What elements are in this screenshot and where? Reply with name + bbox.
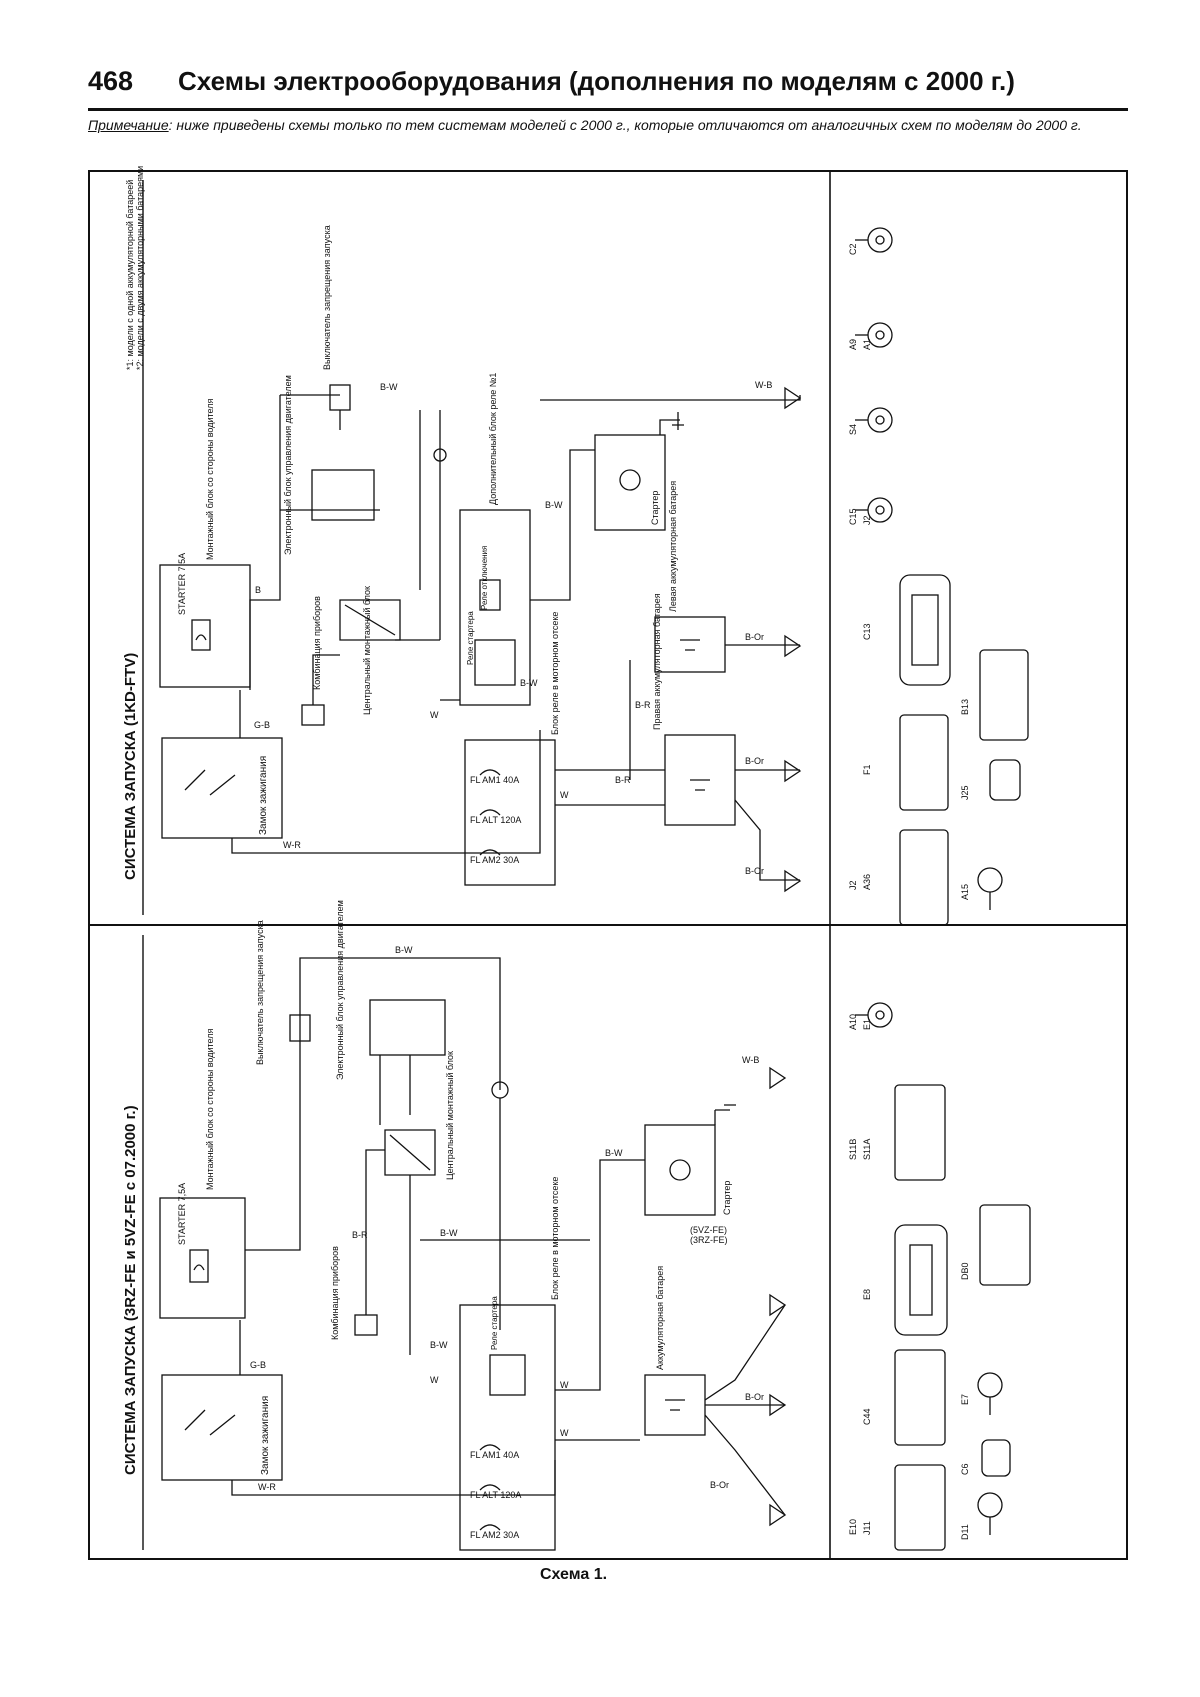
page-title: Схемы электрооборудования (дополнения по… — [178, 66, 1015, 96]
connector-id: C6 — [960, 1463, 970, 1475]
upper-starter-label: Стартер — [650, 490, 660, 525]
lower-ecu-label: Электронный блок управления двигателем — [335, 900, 345, 1080]
connector-id: C15 — [848, 508, 858, 525]
connector-id: DB0 — [960, 1262, 970, 1280]
lower-driver-block-label: Монтажный блок со стороны водителя — [205, 1028, 215, 1190]
page-header: 468 Схемы электрооборудования (дополнени… — [88, 62, 1128, 111]
upper-wire-label: G-B — [254, 720, 271, 730]
upper-wire-label: B — [255, 585, 262, 595]
note-label: Примечание — [88, 117, 169, 133]
upper-combi-label: Комбинация приборов — [312, 596, 322, 690]
connector-id: E10 — [848, 1518, 858, 1535]
lower-ignition-label: Замок зажигания — [260, 1395, 271, 1475]
lower-fuse-am1: FL AM1 40A — [470, 1450, 520, 1460]
connector-id: S11B — [848, 1138, 858, 1160]
connector-id: E8 — [862, 1288, 872, 1300]
lower-inhibit-label: Выключатель запрещения запуска — [255, 920, 265, 1065]
upper-fuse-am1: FL AM1 40A — [470, 775, 520, 785]
upper-wire-label: B-W — [545, 500, 563, 510]
upper-wire-label: B-W — [380, 382, 398, 392]
upper-relay-starter-label: Реле стартера — [466, 611, 475, 665]
connector-id: A9 — [848, 338, 858, 350]
connector-id: B13 — [960, 698, 970, 715]
upper-wire-label: W — [430, 710, 439, 720]
upper-right-battery-label: Правая аккумуляторная батарея — [652, 593, 662, 730]
upper-wire-label: B-W — [520, 678, 538, 688]
upper-footnotes: *1: модели с одной аккумуляторной батаре… — [125, 165, 145, 370]
connector-id: E1 — [862, 1018, 872, 1030]
upper-wire-label: B-Or — [745, 632, 764, 642]
upper-aux-relay-label: Дополнительный блок реле №1 — [488, 372, 498, 505]
upper-wire-label: W-R — [283, 840, 301, 850]
upper-wire-label: B-R — [615, 775, 631, 785]
upper-driver-block-label: Монтажный блок со стороны водителя — [205, 398, 215, 560]
connector-id: A10 — [848, 1013, 858, 1030]
lower-wire-label: B-W — [395, 945, 413, 955]
upper-inhibit-label: Выключатель запрещения запуска — [322, 225, 332, 370]
upper-engine-relay-block-label: Блок реле в моторном отсеке — [550, 611, 560, 735]
connector-id: J25 — [960, 785, 970, 800]
upper-left-battery-label: Левая аккумуляторная батарея — [668, 480, 678, 612]
lower-wire-label: W-B — [742, 1055, 760, 1065]
lower-wire-label: B-W — [605, 1148, 623, 1158]
note-text: : ниже приведены схемы только по тем сис… — [168, 117, 1082, 133]
connector-id: S11A — [862, 1138, 872, 1160]
lower-relay-starter-label: Реле стартера — [490, 1296, 499, 1350]
connector-id: E7 — [960, 1393, 970, 1405]
connector-id: D11 — [960, 1524, 970, 1540]
lower-wire-label: B-W — [440, 1228, 458, 1238]
lower-wire-label: W-R — [258, 1482, 276, 1492]
figure-caption: Схема 1. — [540, 1566, 608, 1583]
connector-id: C2 — [848, 243, 858, 255]
upper-ecu-label: Электронный блок управления двигателем — [283, 375, 293, 555]
upper-starter-fuse-label: STARTER 7,5A — [177, 552, 187, 615]
upper-wire-label: B-R — [635, 700, 651, 710]
upper-fuse-alt: FL ALT 120A — [470, 815, 522, 825]
lower-wire-label: W — [560, 1380, 569, 1390]
upper-central-block-label: Центральный монтажный блок — [362, 586, 372, 715]
lower-combi-label: Комбинация приборов — [330, 1246, 340, 1340]
lower-fuse-alt: FL ALT 120A — [470, 1490, 522, 1500]
lower-wire-label: W — [430, 1375, 439, 1385]
upper-fuse-am2: FL AM2 30A — [470, 855, 520, 865]
lower-wire-label: B-R — [352, 1230, 368, 1240]
lower-wire-label: W — [560, 1428, 569, 1438]
upper-wire-label: B-Or — [745, 866, 764, 876]
lower-starter-label: Стартер — [722, 1180, 732, 1215]
lower-wire-label: G-B — [250, 1360, 267, 1370]
lower-wire-label: B-Or — [710, 1480, 729, 1490]
upper-wire-label: W — [560, 790, 569, 800]
upper-wire-label: B-Or — [745, 756, 764, 766]
connector-id: J11 — [862, 1521, 872, 1535]
lower-starter-fuse-label: STARTER 7,5A — [177, 1182, 187, 1245]
upper-relay-cut-label: Реле отключения — [480, 545, 489, 610]
connector-id: C44 — [862, 1408, 872, 1425]
page-number: 468 — [88, 66, 134, 96]
upper-ignition-label: Замок зажигания — [258, 755, 269, 835]
connector-id: J2 — [862, 515, 872, 525]
lower-wire-label: B-W — [430, 1340, 448, 1350]
lower-engine-relay-block-label: Блок реле в моторном отсеке — [550, 1176, 560, 1300]
upper-wire-label: W-B — [755, 380, 773, 390]
connector-id: F1 — [862, 764, 872, 775]
connector-id: C13 — [862, 623, 872, 640]
lower-wire-label: B-Or — [745, 1392, 764, 1402]
connector-id: S4 — [848, 423, 858, 435]
page-note: Примечание: ниже приведены схемы только … — [88, 116, 1128, 134]
lower-fuse-am2: FL AM2 30A — [470, 1530, 520, 1540]
diagram-frame — [88, 170, 1128, 1560]
connector-id: A1 — [862, 338, 872, 350]
lower-central-block-label: Центральный монтажный блок — [445, 1051, 455, 1180]
lower-battery-label: Аккумуляторная батарея — [655, 1265, 665, 1370]
connector-id: J2 — [848, 880, 858, 890]
connector-id: A36 — [862, 873, 872, 890]
lower-engine-variants: (5VZ-FE) (3RZ-FE) — [690, 1225, 728, 1245]
connector-id: A15 — [960, 883, 970, 900]
